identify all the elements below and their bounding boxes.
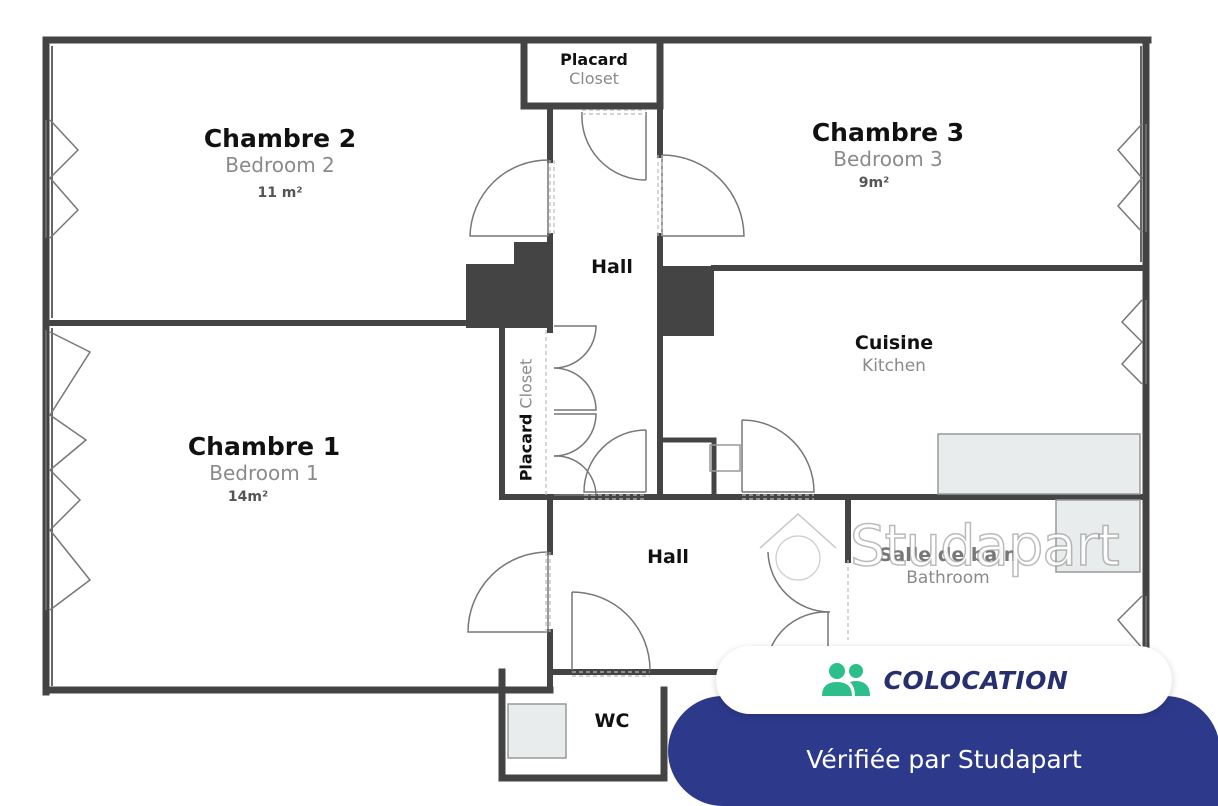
column-left-top [514, 242, 552, 328]
wall-wc [498, 668, 668, 782]
label-kitchen: Cuisine Kitchen [855, 332, 933, 376]
door-bathroom-2 [767, 551, 831, 613]
room-area: 11 m² [257, 185, 303, 201]
door-hall-lower [583, 429, 647, 493]
kitchen-counter [937, 433, 1141, 495]
door-closet-top [581, 111, 647, 181]
door-bedroom2 [469, 159, 549, 237]
label-hall-upper: Hall [591, 256, 633, 278]
window-bedroom3 [1116, 123, 1147, 233]
label-closet-side: Placard Closet [517, 359, 536, 482]
room-name-fr: Salle de bain [878, 544, 1018, 566]
label-bedroom3: Chambre 3 Bedroom 3 9m² [812, 118, 964, 191]
column-right [660, 266, 714, 336]
label-hall-lower: Hall [647, 546, 689, 568]
door-bathroom [769, 611, 829, 651]
door-bedroom1 [467, 551, 549, 633]
room-name-en: Bedroom 1 [209, 461, 319, 485]
label-wc: WC [594, 710, 630, 732]
door-closet-side-4 [553, 455, 597, 496]
room-area: 9m² [858, 175, 890, 191]
window-bedroom1-b [45, 469, 92, 611]
window-kitchen [1120, 299, 1147, 385]
verified-banner: Vérifiée par Studapart [668, 696, 1218, 806]
studapart-watermark: Studapart [752, 506, 1120, 586]
badge-label: COLOCATION [883, 665, 1069, 695]
window-bedroom1-a [45, 330, 92, 471]
column-left [466, 264, 516, 328]
door-kitchen [741, 419, 815, 493]
door-closet-side-2 [553, 367, 597, 411]
door-bedroom3 [661, 154, 745, 237]
users-icon [821, 663, 870, 696]
wall-closet-side [499, 327, 553, 500]
room-name-en: Kitchen [862, 356, 926, 376]
wc-fixture [507, 703, 567, 759]
label-bedroom1: Chambre 1 Bedroom 1 14m² [188, 432, 340, 505]
window-bedroom2 [45, 119, 80, 239]
label-bathroom: Salle de bain Bathroom [879, 544, 1018, 588]
verified-text: Vérifiée par Studapart [806, 745, 1082, 774]
room-name-en: Closet [516, 358, 536, 409]
door-closet-side-3 [553, 413, 597, 457]
room-area: 14m² [227, 489, 269, 505]
door-closet-side-1 [553, 325, 597, 369]
room-name-fr: Placard [516, 413, 536, 482]
door-wc [571, 591, 651, 671]
colocation-badge: COLOCATION [716, 646, 1172, 714]
room-name-fr: Chambre 1 [187, 432, 341, 461]
room-name-fr: Placard [560, 50, 628, 69]
window-bathroom [1116, 595, 1147, 650]
label-bedroom2: Chambre 2 Bedroom 2 11 m² [204, 124, 356, 201]
room-name-fr: Chambre 2 [203, 124, 357, 153]
room-name-en: Bathroom [906, 568, 990, 588]
room-name-en: Bedroom 2 [225, 153, 335, 177]
watermark-text: Studapart [849, 513, 1120, 580]
room-name-en: Bedroom 3 [833, 147, 943, 171]
wall-kitchen-left-box [661, 437, 717, 500]
house-logo-icon [754, 508, 842, 585]
room-name-en: Closet [569, 69, 619, 88]
room-name-fr: Cuisine [854, 332, 934, 354]
wall-closet-top [520, 36, 664, 110]
room-name-fr: Chambre 3 [811, 118, 965, 147]
bathroom-tub [1055, 499, 1141, 573]
label-closet-top: Placard Closet [560, 50, 628, 88]
